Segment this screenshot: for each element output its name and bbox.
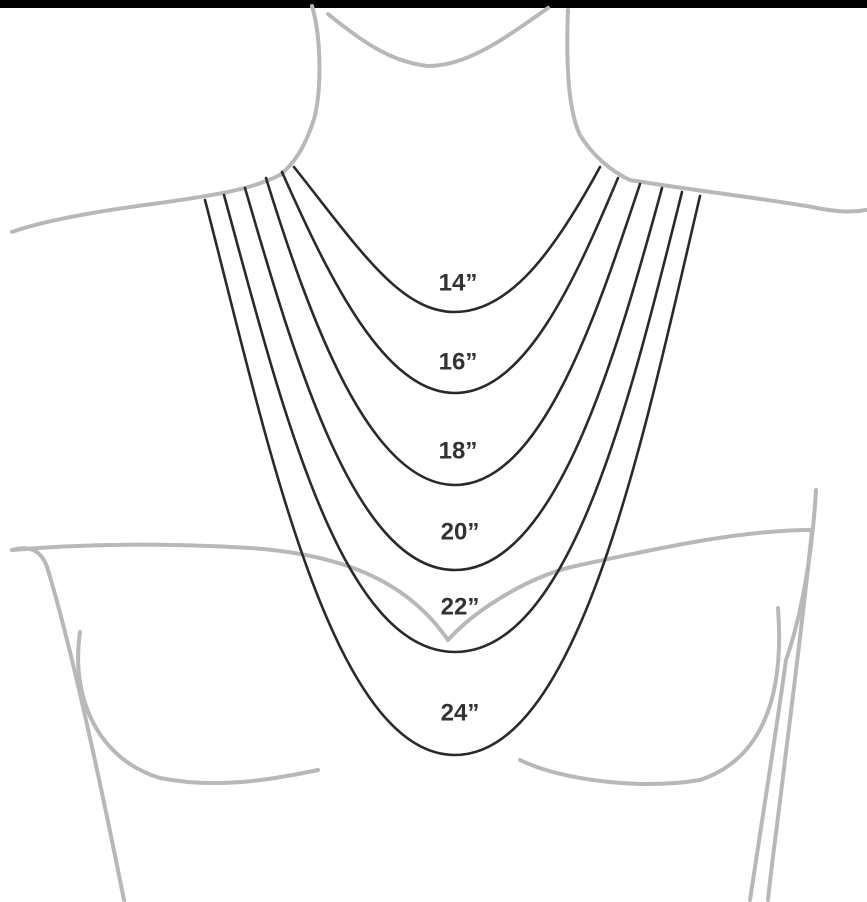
length-label-18: 18” bbox=[439, 437, 478, 464]
chin-line bbox=[328, 8, 548, 66]
right-arm-line bbox=[750, 490, 816, 900]
top-neckline bbox=[12, 530, 812, 640]
neck-right-line bbox=[567, 10, 630, 180]
length-label-14: 14” bbox=[439, 269, 478, 296]
left-arm-line bbox=[12, 548, 124, 900]
length-label-16: 16” bbox=[439, 348, 478, 375]
length-label-22: 22” bbox=[441, 593, 480, 620]
right-breast-line bbox=[520, 608, 779, 784]
length-labels: 14” 16” 18” 20” 22” 24” bbox=[439, 269, 480, 726]
right-shoulder-line bbox=[630, 180, 866, 212]
right-torso-line bbox=[768, 530, 812, 900]
length-label-24: 24” bbox=[441, 699, 480, 726]
left-shoulder-line bbox=[12, 175, 280, 232]
left-breast-line bbox=[78, 632, 318, 783]
length-label-20: 20” bbox=[441, 518, 480, 545]
chain-20 bbox=[245, 188, 662, 570]
neck-left-line bbox=[280, 6, 320, 175]
